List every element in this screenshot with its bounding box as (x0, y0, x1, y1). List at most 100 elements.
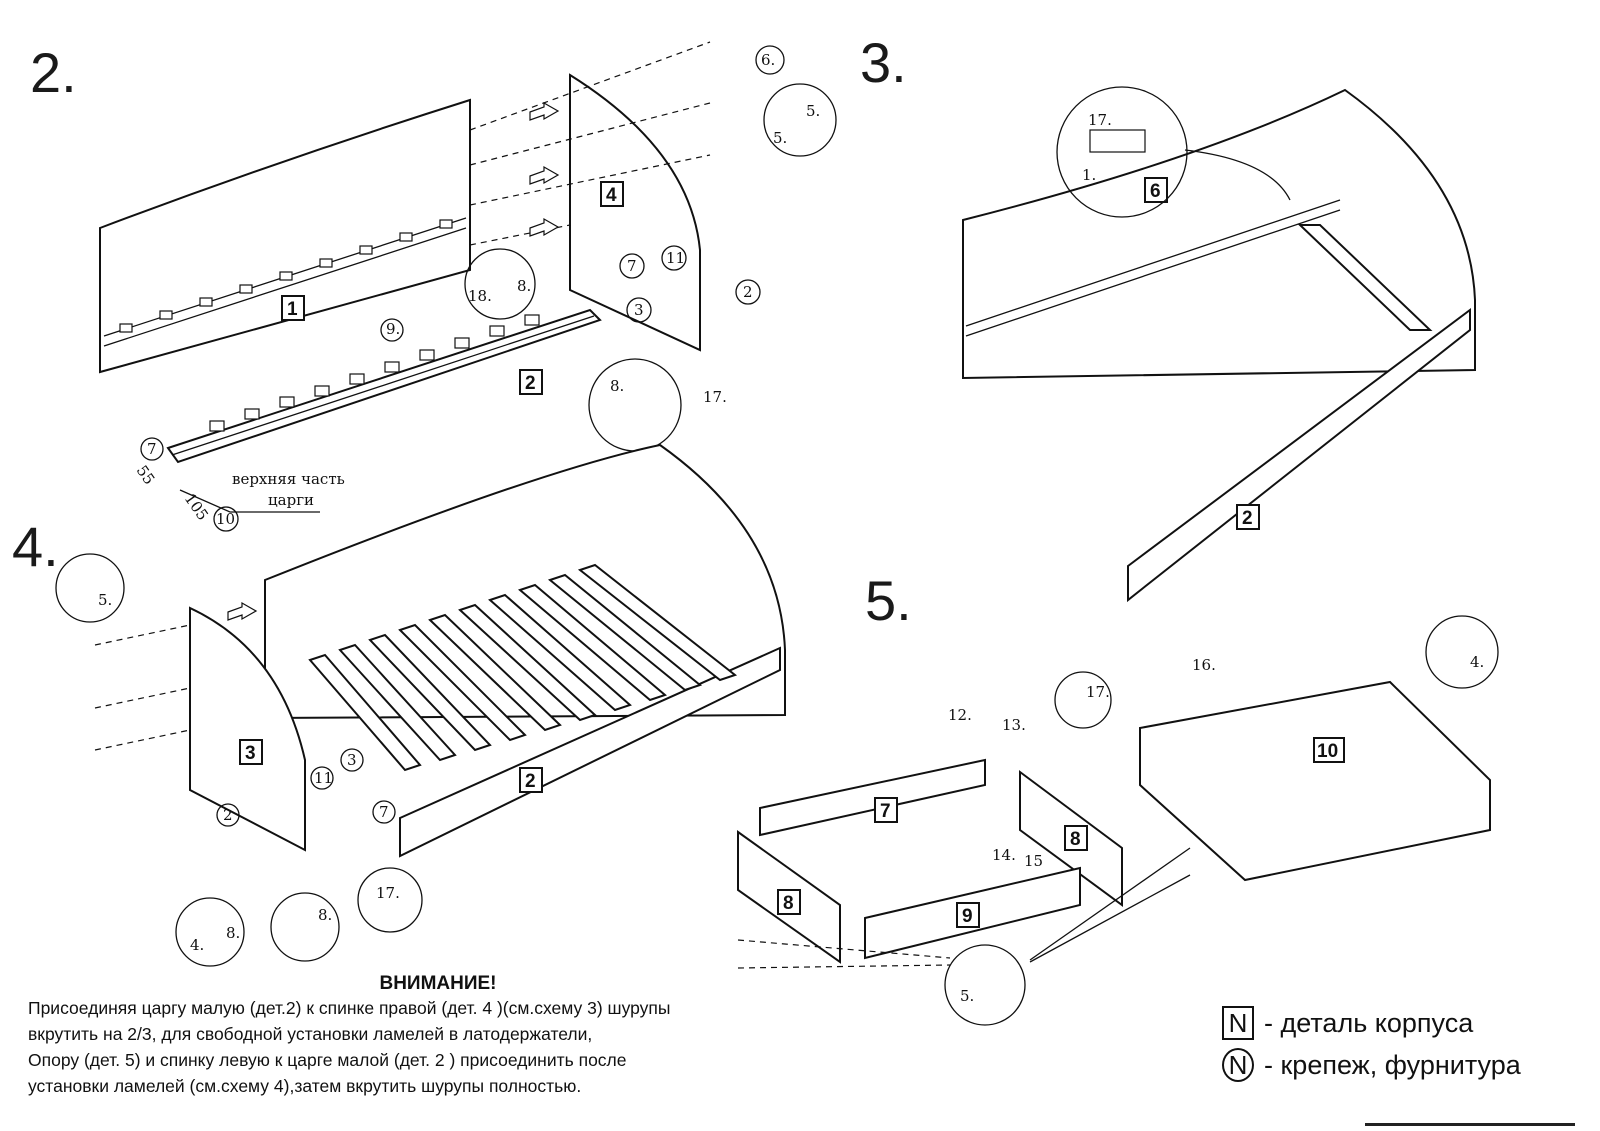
part-box-8-right (1064, 825, 1088, 851)
part-box-2-step4-label: 2 (525, 771, 536, 792)
legend-row-body-part: N - деталь корпуса (1222, 1006, 1521, 1040)
rail-top-note-line1: верхняя часть (232, 470, 345, 488)
part-box-7-label: 7 (880, 801, 891, 822)
part-box-10 (1313, 737, 1345, 763)
detail-circle-5-step5 (944, 944, 1026, 1026)
panel-4 (569, 73, 701, 352)
step-3-rail-2 (1127, 308, 1471, 603)
step-4: 4. 3 2 5. 3 11 7 2 (12, 443, 786, 967)
legend-body-part-text: - деталь корпуса (1264, 1007, 1474, 1038)
rail-2-edge (171, 315, 595, 456)
callout-2: 2 (743, 283, 753, 301)
dimension-55: 55 (133, 462, 159, 488)
callout-8a-step4: 8. (226, 924, 240, 942)
callout-17-step3: 17. (1088, 111, 1112, 129)
legend-square-symbol: N (1222, 1006, 1254, 1040)
step-4-guide-lines (94, 624, 191, 751)
part-box-1-label: 1 (287, 299, 298, 320)
detail-circle-18 (464, 248, 536, 320)
callout-7: 7 (627, 257, 637, 275)
callout-7-step4-circle (372, 800, 396, 824)
step-3-number: 3. (860, 31, 907, 94)
detail-circle-17-step4 (357, 867, 423, 933)
part-box-6-label: 6 (1150, 181, 1161, 202)
callout-4-step4: 4. (190, 936, 204, 954)
step-2-number: 2. (30, 41, 77, 104)
legend-fastener-text: - крепеж, фурнитура (1264, 1049, 1521, 1080)
panel-1-slat-holders (119, 219, 453, 333)
callout-17-step4: 17. (376, 884, 400, 902)
rail-top-note-leader (179, 489, 320, 513)
part-box-3-label: 3 (245, 743, 256, 764)
detail-bracket (1089, 129, 1146, 153)
dimension-105: 105 (181, 490, 212, 524)
callout-2-step4: 2 (223, 806, 233, 824)
part-box-8-left-label: 8 (783, 893, 794, 914)
part-box-9-label: 9 (962, 906, 973, 927)
callout-2-circle (735, 279, 761, 305)
step-2-guide-lines (469, 41, 711, 246)
rail-2 (166, 308, 602, 464)
bed-back-assembly (962, 88, 1476, 380)
step-2: 2. 1 4 (30, 41, 837, 532)
callout-7b-circle (140, 437, 164, 461)
part-box-3 (239, 739, 263, 765)
part-box-2-label: 2 (525, 373, 536, 394)
step-3-support-bar (1297, 224, 1433, 331)
detail-circle-5 (763, 83, 837, 157)
callout-5-step4: 5. (98, 591, 112, 609)
callout-1-step3: 1. (1082, 166, 1096, 184)
rail-2-slat-holders (209, 314, 540, 432)
step-5-guide-lines (737, 847, 1191, 969)
bottom-rule (1365, 1123, 1575, 1126)
step-4-rail-2 (399, 646, 781, 858)
detail-circle-8-17 (588, 358, 682, 452)
panel-1 (99, 98, 471, 374)
detail-circle-4-8 (175, 897, 245, 967)
callout-18: 18. (468, 287, 492, 305)
part-box-4 (600, 181, 624, 207)
step-5-number: 5. (865, 569, 912, 632)
attention-line-2: вкрутить на 2/3, для свободной установки… (28, 1024, 593, 1044)
drawer-panel-7 (759, 758, 986, 837)
callout-15: 15 (1024, 852, 1043, 870)
callout-7-circle (619, 253, 645, 279)
slats (308, 563, 738, 772)
callout-8a: 8. (517, 277, 531, 295)
callout-6: 6. (761, 51, 775, 69)
legend: N - деталь корпуса N - крепеж, фурнитура (1222, 1006, 1521, 1090)
step-5: 5. 7 8 8 9 10 12. 13. 14. 15 16. 17. 4. … (737, 569, 1499, 1026)
panel-3 (189, 606, 306, 852)
callout-11-circle (661, 245, 687, 271)
callout-5b: 5. (773, 129, 787, 147)
callout-17-step5: 17. (1086, 683, 1110, 701)
callout-10-circle (213, 506, 239, 532)
callout-17: 17. (703, 388, 727, 406)
detail-circle-5-step4 (55, 553, 125, 623)
part-box-2-step4 (519, 767, 543, 793)
drawer-box-10 (1139, 680, 1491, 882)
part-box-2-step3 (1236, 504, 1260, 530)
attention-line-1: Присоединяя царгу малую (дет.2) к спинке… (28, 998, 671, 1018)
part-box-6 (1144, 177, 1168, 203)
callout-3-circle (626, 297, 652, 323)
callout-10: 10 (216, 510, 235, 528)
part-box-7 (874, 797, 898, 823)
attention-note: ВНИМАНИЕ! Присоединяя царгу малую (дет.2… (28, 973, 928, 1099)
callout-16: 16. (1192, 656, 1216, 674)
callout-7b: 7 (147, 440, 157, 458)
attention-title: ВНИМАНИЕ! (379, 973, 497, 994)
part-box-1 (281, 295, 305, 321)
detail-circle-8-step4 (270, 892, 340, 962)
callout-11-step4-circle (310, 766, 334, 790)
attention-line-4: установки ламелей (см.схему 4),затем вкр… (28, 1076, 582, 1096)
detail-circle-17-step5 (1054, 671, 1112, 729)
callout-3: 3 (634, 301, 644, 319)
callout-11: 11 (666, 249, 685, 267)
callout-9: 9. (386, 320, 400, 338)
callout-4-step5: 4. (1470, 653, 1484, 671)
part-box-10-label: 10 (1317, 741, 1338, 762)
callout-2-step4-circle (216, 803, 240, 827)
part-box-2 (519, 369, 543, 395)
